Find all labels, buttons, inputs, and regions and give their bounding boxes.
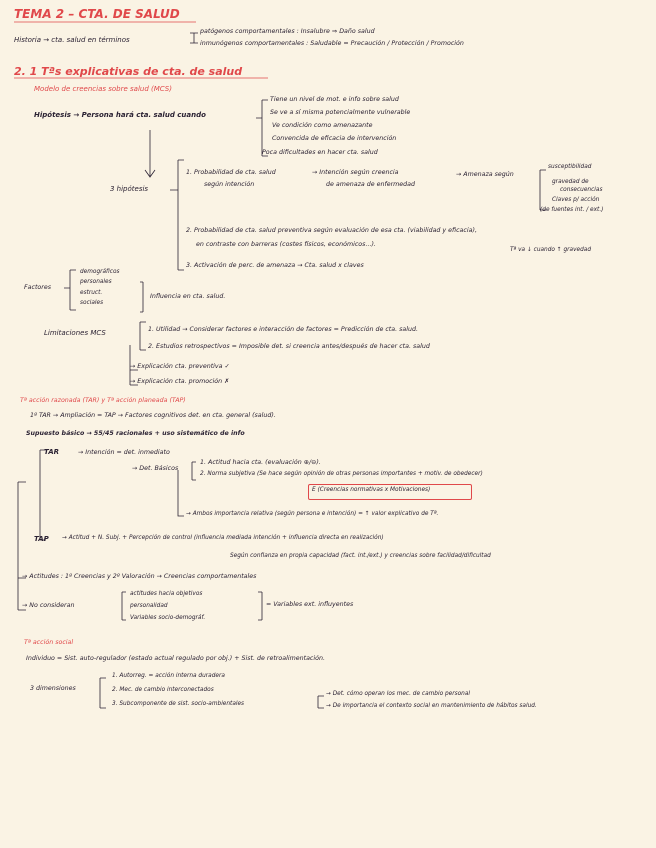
h1-right-item: consecuencias xyxy=(560,187,603,193)
h1-label: 1. Probabilidad de cta. salud xyxy=(186,169,276,176)
tar-no-consideran: → No consideran xyxy=(22,602,75,609)
social-dimensiones: 3 dimensiones xyxy=(30,685,76,692)
lim-1: 1. Utilidad → Considerar factores e inte… xyxy=(148,326,419,333)
h3-line: 3. Activación de perc. de amenaza → Cta.… xyxy=(186,262,364,269)
social-dim-3a: → Det. cómo operan los mec. de cambio pe… xyxy=(326,691,470,697)
tar-line-1: 1º TAR → Ampliación = TAP → Factores cog… xyxy=(30,412,276,419)
tar-norma: 2. Norma subjetiva (Se hace según opinió… xyxy=(200,471,483,477)
h2-line: 2. Probabilidad de cta. salud preventiva… xyxy=(186,227,477,234)
expl-preventiva: → Explicación cta. preventiva ✓ xyxy=(130,363,230,370)
tap-label: TAP xyxy=(34,535,49,543)
h2-right: Tª va ↓ cuando ↑ gravedad xyxy=(510,247,592,253)
tap-line: → Actitud + N. Subj. + Percepción de con… xyxy=(62,535,384,541)
tar-actitudes: → Actitudes : 1º Creencias y 2º Valoraci… xyxy=(22,573,257,580)
mcs-condition: Poca dificultades en hacer cta. salud xyxy=(262,149,378,156)
tar-intencion: → Intención = det. inmediato xyxy=(78,449,170,456)
tar-line-2: Supuesto básico → 55/45 racionales + uso… xyxy=(26,430,245,437)
intro-inmunogenos: inmunógenos comportamentales : Saludable… xyxy=(200,40,464,47)
mcs-condition: Convencida de eficacia de intervención xyxy=(272,135,397,142)
social-dim-3: 3. Subcomponente de sist. socio-ambienta… xyxy=(112,701,245,707)
nc-item: personalidad xyxy=(130,603,168,609)
factor-item: sociales xyxy=(80,300,104,306)
h1-right-item: Claves p/ acción xyxy=(552,197,600,203)
factores-label: Factores xyxy=(24,284,52,291)
h1-mid-2: de amenaza de enfermedad xyxy=(326,181,416,188)
intro-patogenos: patógenos comportamentales : Insalubre ⇒… xyxy=(200,28,375,35)
tar-actitud: 1. Actitud hacia cta. (evaluación ⊕/⊖). xyxy=(200,459,321,466)
page-title: TEMA 2 – CTA. DE SALUD xyxy=(14,7,180,21)
tar-det-basicos: → Det. Básicos xyxy=(132,465,179,472)
social-dim-3b: → De importancia el contexto social en m… xyxy=(326,703,537,709)
h1-right-item: gravedad de xyxy=(552,179,589,185)
tres-hipotesis: 3 hipótesis xyxy=(110,185,149,193)
factor-item: personales xyxy=(80,279,112,285)
social-dim-1: 1. Autorreg. = acción interna duradera xyxy=(112,673,225,679)
h2-line-2: en contraste con barreras (costes físico… xyxy=(196,241,376,248)
intro-lead: Historia → cta. salud en términos xyxy=(14,36,130,44)
tar-title: Tª acción razonada (TAR) y Tª acción pla… xyxy=(20,397,186,404)
factor-item: estruct. xyxy=(80,290,103,296)
tar-formula: E (Creencias normativas x Motivaciones) xyxy=(312,487,431,493)
factores-right: Influencia en cta. salud. xyxy=(150,293,226,300)
mcs-hipotesis: Hipótesis → Persona hará cta. salud cuan… xyxy=(34,111,206,119)
mcs-condition: Se ve a sí misma potencialmente vulnerab… xyxy=(270,109,411,116)
h1-mid: → Intención según creencia xyxy=(312,169,399,176)
social-dim-2: 2. Mec. de cambio interconectados xyxy=(112,687,214,693)
social-line-1: Individuo = Sist. auto-regulador (estado… xyxy=(26,655,325,662)
mcs-condition: Ve condición como amenazante xyxy=(272,122,373,129)
social-title: Tª acción social xyxy=(24,639,74,646)
nc-item: actitudes hacia objetivos xyxy=(130,591,203,597)
h1-right-item: (de fuentes int. / ext.) xyxy=(540,207,604,213)
tar-ambos: → Ambos importancia relativa (según pers… xyxy=(186,511,439,517)
h1-amenaza: → Amenaza según xyxy=(456,171,514,178)
mcs-condition: Tiene un nivel de mot. e info sobre salu… xyxy=(270,96,399,103)
tap-segun: Según confianza en propia capacidad (fac… xyxy=(230,553,491,559)
limitaciones-label: Limitaciones MCS xyxy=(44,329,106,337)
expl-promocion: → Explicación cta. promoción ✗ xyxy=(130,378,230,385)
nc-item: Variables socio-demográf. xyxy=(130,615,206,621)
section-heading: 2. 1 Tªs explicativas de cta. de salud xyxy=(14,65,243,78)
h1-right-item: susceptibilidad xyxy=(548,164,592,170)
tar-label: TAR xyxy=(44,448,60,456)
formula-box xyxy=(308,484,472,500)
nc-right: = Variables ext. influyentes xyxy=(266,601,354,608)
lim-2: 2. Estudios retrospectivos = Imposible d… xyxy=(148,343,430,350)
mcs-title: Modelo de creencias sobre salud (MCS) xyxy=(34,85,172,93)
factor-item: demográficos xyxy=(80,269,120,275)
h1-label-2: según intención xyxy=(204,181,255,188)
